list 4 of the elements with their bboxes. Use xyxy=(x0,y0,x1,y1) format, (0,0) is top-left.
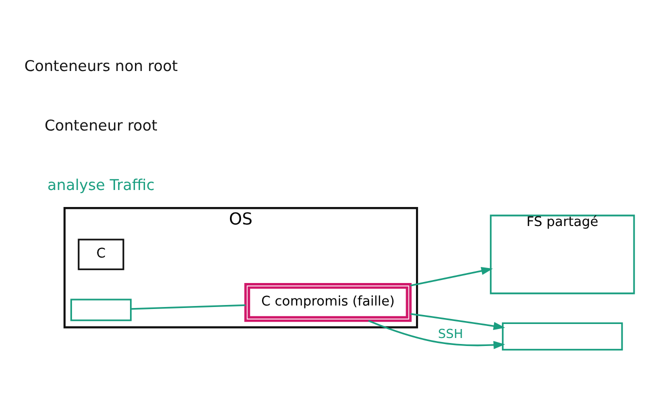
label: analyse Traffic xyxy=(47,176,155,194)
edge-label: SSH xyxy=(438,326,464,342)
label: Conteneur root xyxy=(44,116,158,135)
label: Conteneurs non root xyxy=(24,56,178,75)
